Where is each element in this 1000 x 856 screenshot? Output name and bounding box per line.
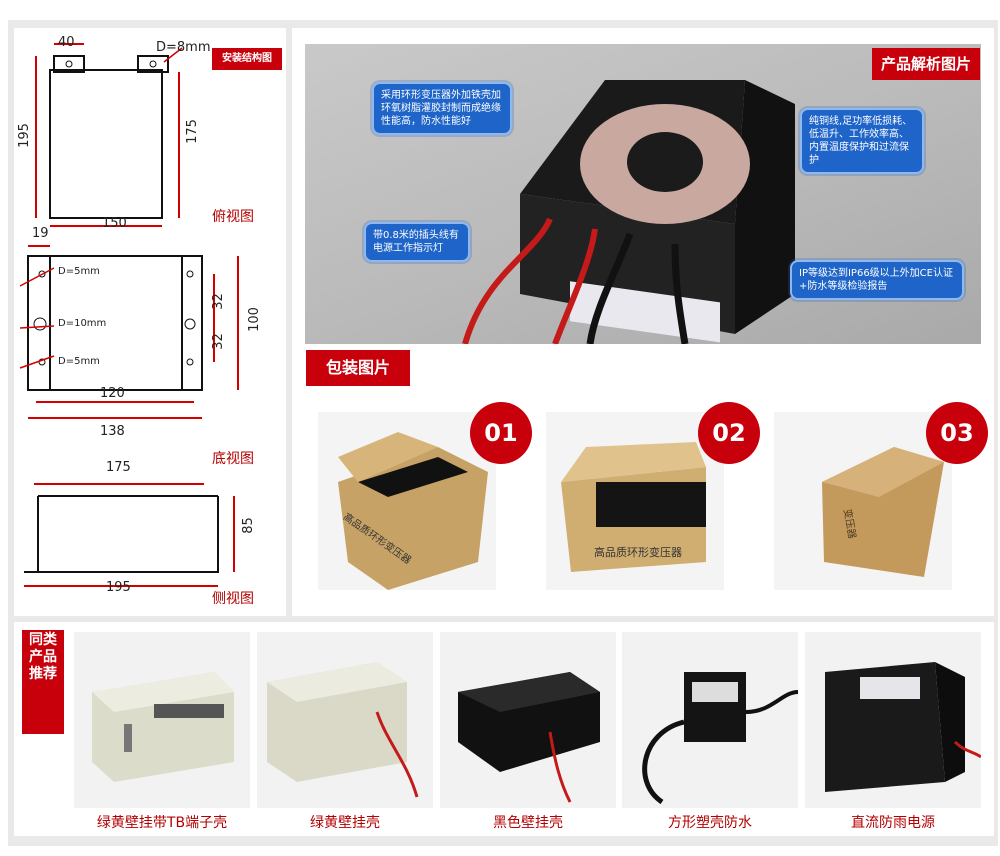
callout-copper-wire: 纯铜线,足功率低损耗、低温升、工作效率高、内置温度保护和过流保护 bbox=[800, 108, 924, 174]
packaging-tag: 包装图片 bbox=[306, 350, 410, 386]
similar-tag-text: 同类产品推荐 bbox=[29, 632, 57, 682]
package-photo-1: 高品质环形变压器 bbox=[318, 412, 496, 590]
product-photo-3 bbox=[440, 632, 616, 808]
callout-plug-cable: 带0.8米的插头线有电源工作指示灯 bbox=[364, 222, 470, 262]
product-label-1[interactable]: 绿黄壁挂带TB端子壳 bbox=[96, 815, 228, 831]
side-view-caption: 侧视图 bbox=[212, 591, 254, 607]
hole-mid-label: D=10mm bbox=[58, 318, 107, 329]
dim-side-195: 195 bbox=[106, 580, 131, 595]
drawings-tag: 安装结构图 bbox=[212, 48, 282, 70]
dim-120: 120 bbox=[100, 386, 125, 401]
top-view-caption: 俯视图 bbox=[212, 209, 254, 225]
dim-138: 138 bbox=[100, 424, 125, 439]
dim-hole-8mm: D=8mm bbox=[156, 40, 211, 55]
product-photo-5 bbox=[805, 632, 981, 808]
dim-32-lower: 32 bbox=[210, 333, 226, 350]
package-2-number: 02 bbox=[698, 402, 760, 464]
drawings-panel: 安装结构图 40 D=8mm 195 175 150 俯视图 bbox=[14, 28, 286, 616]
product-label-2[interactable]: 绿黄壁挂壳 bbox=[310, 815, 380, 831]
hole-bottom-label: D=5mm bbox=[58, 356, 100, 367]
dim-32-upper: 32 bbox=[210, 293, 226, 310]
dim-offset-19: 19 bbox=[32, 226, 49, 241]
bottom-view-caption: 底视图 bbox=[212, 451, 254, 467]
package-photo-2: 高品质环形变压器 bbox=[546, 412, 724, 590]
bottom-view-drawing bbox=[19, 245, 239, 419]
product-label-4[interactable]: 方形塑壳防水 bbox=[668, 815, 752, 831]
dim-top-150: 150 bbox=[102, 216, 127, 231]
package-2-box-text: 高品质环形变压器 bbox=[594, 546, 682, 559]
dim-top-195: 195 bbox=[16, 123, 32, 148]
package-1-number: 01 bbox=[470, 402, 532, 464]
side-view-drawing bbox=[24, 483, 235, 587]
product-label-5[interactable]: 直流防雨电源 bbox=[851, 815, 935, 831]
callout-ip66: IP等级达到IP66级以上外加CE认证+防水等级检验报告 bbox=[790, 260, 964, 300]
similar-tag: 同类产品推荐 bbox=[22, 630, 64, 734]
top-view-drawing bbox=[35, 43, 183, 227]
dim-side-85: 85 bbox=[240, 517, 256, 534]
product-photo-2 bbox=[257, 632, 433, 808]
dim-100: 100 bbox=[246, 307, 262, 332]
package-3-number: 03 bbox=[926, 402, 988, 464]
dim-top-175: 175 bbox=[184, 119, 200, 144]
product-photo-1 bbox=[74, 632, 250, 808]
product-label-3[interactable]: 黑色壁挂壳 bbox=[493, 815, 563, 831]
product-photo-4 bbox=[622, 632, 798, 808]
dim-side-175: 175 bbox=[106, 460, 131, 475]
callout-enclosure: 采用环形变压器外加铁壳加环氧树脂灌胶封制而成绝缘性能高，防水性能好 bbox=[372, 82, 512, 135]
analysis-tag: 产品解析图片 bbox=[872, 48, 980, 80]
package-photo-3: 变压器 bbox=[774, 412, 952, 590]
dim-top-40: 40 bbox=[58, 35, 75, 50]
hole-top-label: D=5mm bbox=[58, 266, 100, 277]
